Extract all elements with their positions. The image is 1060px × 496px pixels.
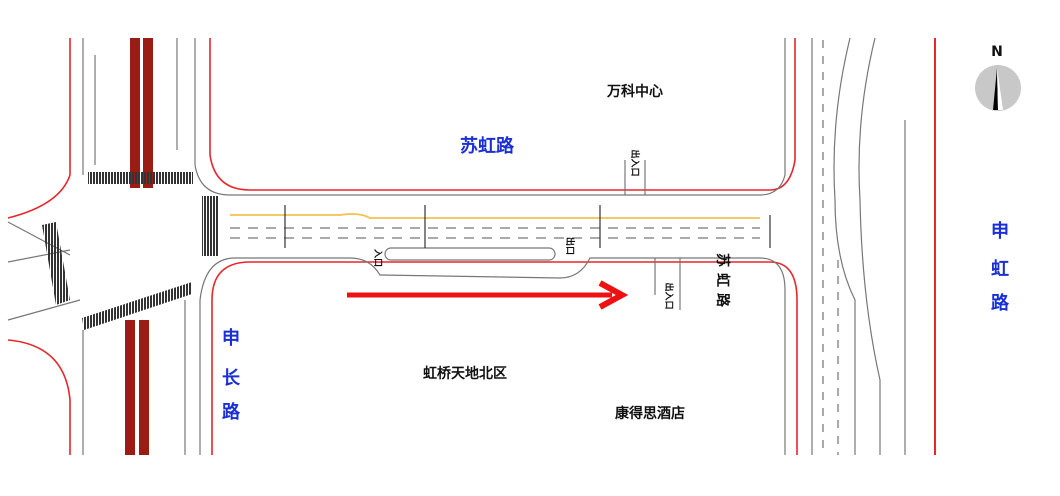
stop-lines: [284, 205, 771, 248]
shenhong-road-char-3: 路: [991, 292, 1010, 314]
entrance-label: 入口: [372, 248, 383, 267]
shenchang-road-north: [82, 38, 231, 196]
shenhong-road-char-1: 申: [991, 220, 1009, 242]
bus-lane-north-2: [143, 38, 153, 188]
crosswalk-east: [202, 196, 219, 256]
crosswalk-west: [42, 222, 70, 305]
entrance-exit-south-label: 出入口: [663, 282, 675, 309]
suhong-road-label: 苏虹路: [460, 135, 515, 157]
shenhong-lanes: [822, 40, 839, 455]
center-line: [230, 213, 760, 219]
shenhong-road: [811, 37, 906, 455]
vanke-center-label: 万科中心: [606, 83, 663, 100]
suhong-road: [230, 38, 786, 455]
north-compass-icon: [975, 65, 1021, 111]
hongqiao-north-label: 虹桥天地北区: [423, 365, 507, 382]
shenchang-road-south: [82, 257, 236, 455]
suhong-road-side-label: 苏虹路: [714, 253, 731, 313]
lane-markings: [230, 227, 760, 239]
exit-label: 出口: [564, 237, 576, 255]
crosswalk-south: [82, 282, 192, 330]
bus-lane-north-1: [130, 38, 140, 188]
compass-north-label: N: [991, 44, 1003, 60]
bus-lane-south-1: [125, 320, 135, 455]
shenchang-road-char-1: 申: [222, 327, 240, 349]
entrance-exit-north-label: 出入口: [629, 149, 641, 176]
cordis-hotel-label: 康得思酒店: [615, 405, 685, 422]
shenchang-road-char-2: 长: [222, 368, 241, 389]
shenhong-road-char-2: 虹: [991, 258, 1009, 280]
arrow-right-icon: [347, 280, 629, 310]
bus-lane-south-2: [139, 320, 149, 455]
diagram-area: [8, 30, 968, 476]
crosswalk-north: [88, 172, 193, 184]
red-boundary-left: [7, 38, 798, 455]
shenchang-road-char-3: 路: [222, 401, 241, 423]
